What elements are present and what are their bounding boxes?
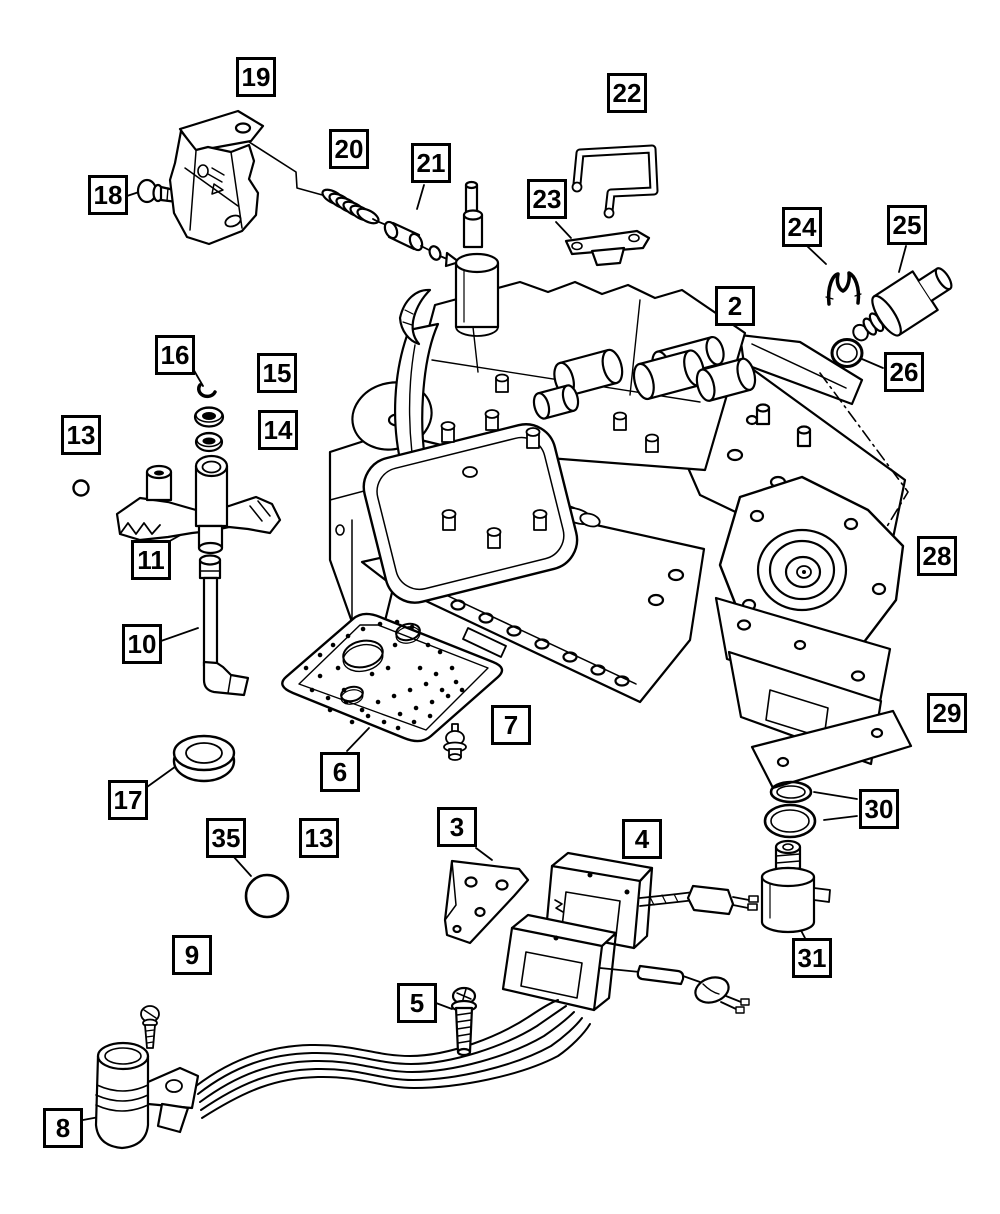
part-10-shaft [198, 554, 250, 697]
part-6-separator-plate [281, 612, 504, 743]
callout-6: 6 [320, 752, 360, 792]
part-7-screw [443, 723, 467, 761]
callout-19: 19 [236, 57, 276, 97]
callout-14: 14 [258, 410, 298, 450]
part-19-bracket [168, 109, 265, 246]
callout-2: 2 [715, 286, 755, 326]
part-35-ball [244, 873, 290, 919]
wiring-harness [195, 999, 591, 1119]
callout-13: 13 [61, 415, 101, 455]
part-15-washer [193, 406, 225, 428]
callout-29: 29 [927, 693, 967, 733]
callout-31: 31 [792, 938, 832, 978]
callout-13b: 13 [299, 818, 339, 858]
callout-8: 8 [43, 1108, 83, 1148]
part-5-screw [450, 986, 478, 1057]
callout-28: 28 [917, 536, 957, 576]
part-25-solenoid [852, 267, 953, 342]
part-16-clip [197, 383, 217, 399]
leader-lines [82, 139, 907, 1121]
callout-16: 16 [155, 335, 195, 375]
part-21-valve [383, 220, 465, 268]
part-11-lever [115, 454, 282, 555]
callout-26: 26 [884, 352, 924, 392]
part-3-plate [443, 859, 530, 945]
part-14-washer [194, 431, 224, 453]
callout-22: 22 [607, 73, 647, 113]
part-17-seal [172, 734, 236, 783]
part-26-oring [830, 338, 864, 368]
part-24-clip [825, 271, 862, 306]
part-20-spring [321, 188, 393, 230]
callout-23: 23 [527, 179, 567, 219]
callout-10: 10 [122, 624, 162, 664]
callout-24: 24 [782, 207, 822, 247]
callout-21: 21 [411, 143, 451, 183]
callout-7: 7 [491, 705, 531, 745]
callout-25: 25 [887, 205, 927, 245]
callout-18: 18 [88, 175, 128, 215]
callout-30: 30 [859, 789, 899, 829]
part-4-solenoid-assembly [501, 851, 759, 1014]
callout-20: 20 [329, 129, 369, 169]
callout-3: 3 [437, 807, 477, 847]
callout-15: 15 [257, 353, 297, 393]
part-31-solenoid [760, 839, 831, 934]
callout-9: 9 [172, 935, 212, 975]
callout-5: 5 [397, 983, 437, 1023]
callout-17: 17 [108, 780, 148, 820]
part-30-orings [763, 780, 817, 839]
callout-4: 4 [622, 819, 662, 859]
part-8-connector [94, 1041, 200, 1150]
part-13-check-ball [72, 479, 90, 497]
part-22-tube [571, 144, 659, 219]
part-2-valve-body [328, 180, 913, 790]
part-9-screw [140, 1005, 160, 1049]
callout-35: 35 [206, 818, 246, 858]
callout-11: 11 [131, 540, 171, 580]
part-23-bracket-strip [564, 229, 651, 267]
